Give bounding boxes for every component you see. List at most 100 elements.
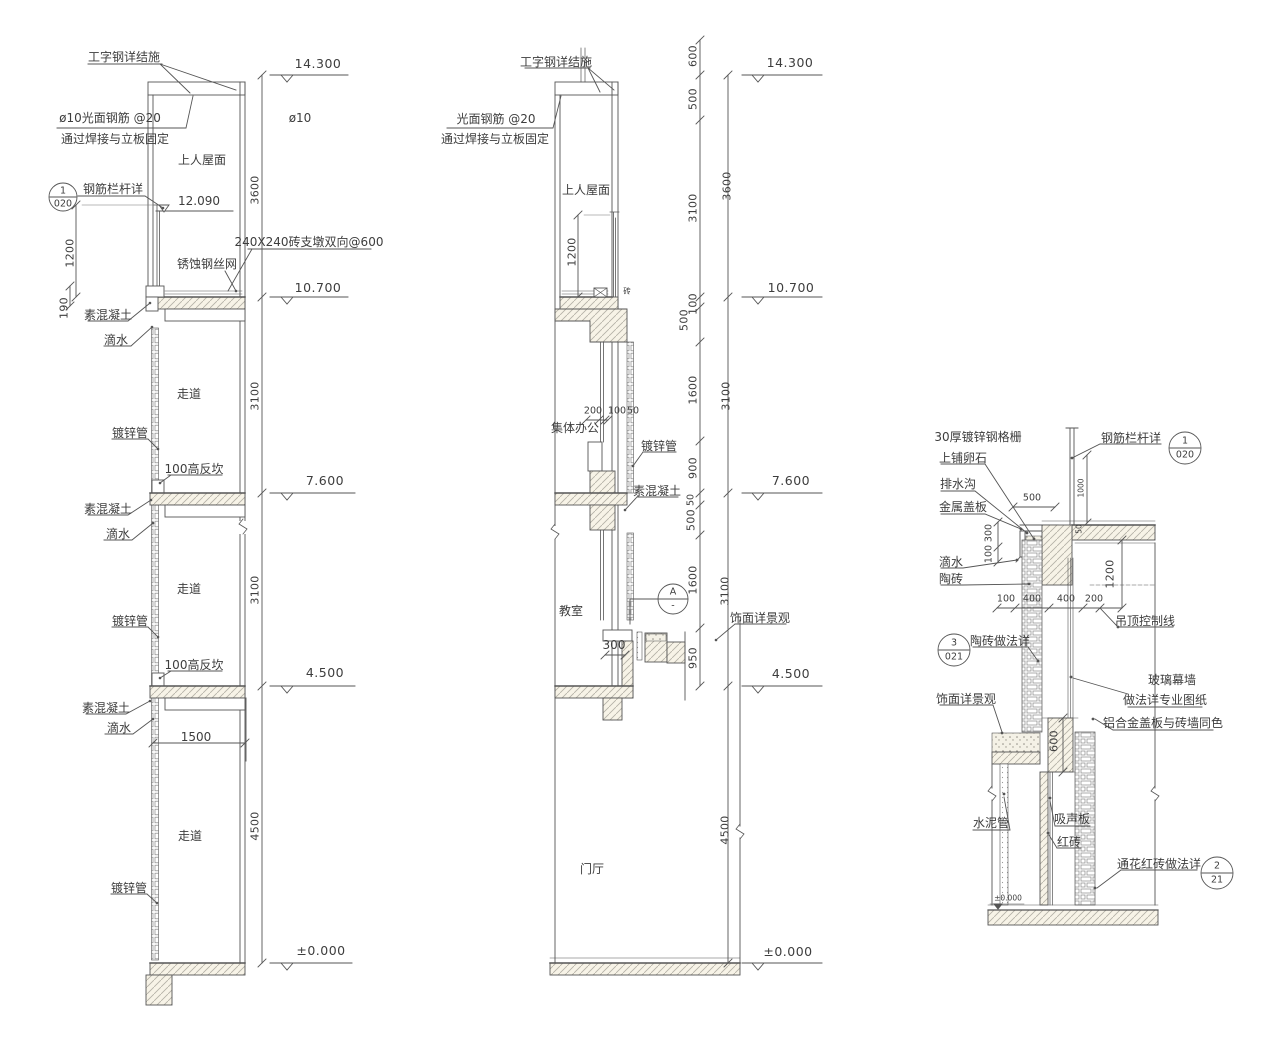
right-ceiling-note: 吊顶控制线 (1114, 614, 1176, 628)
mid-dim-200: 200 (583, 405, 603, 417)
left-dim-190: 190 (57, 297, 71, 319)
right-dim-400b: 400 (1056, 593, 1076, 605)
mid-dim-3600: 3600 (720, 171, 734, 201)
left-dim-1500: 1500 (180, 730, 212, 744)
left-drip-2: 滴水 (105, 527, 131, 541)
left-dim-4500: 4500 (248, 811, 262, 841)
middle-section-drawing (446, 35, 823, 976)
mid-dim-500t: 500 (686, 88, 700, 110)
mid-dim-1600b: 1600 (686, 565, 700, 595)
mid-rebar-note-2: 通过焊接与立板固定 (440, 132, 550, 146)
right-dim-100h: 100 (996, 593, 1016, 605)
mid-room-roof: 上人屋面 (561, 183, 611, 197)
left-pipe-2: 镀锌管 (111, 614, 149, 628)
right-drain-note: 排水沟 (939, 477, 977, 491)
left-room-corridor-2: 走道 (176, 582, 202, 596)
left-drip-1: 滴水 (103, 333, 129, 347)
right-cover-note: 金属盖板 (938, 500, 988, 514)
left-curb-1: 100高反坎 (164, 462, 224, 476)
mid-dim-50c: 50 (685, 493, 697, 507)
left-dim-3600: 3600 (248, 175, 262, 205)
mid-dim-300: 300 (602, 638, 626, 652)
left-elev-12090: 12.090 (178, 194, 220, 208)
mid-room-office: 集体办公 (550, 421, 600, 435)
mid-steel-note: 工字钢详结施 (519, 55, 593, 69)
left-rebar-note-1: ø10光面钢筋 @20 (59, 111, 161, 125)
mid-dim-600: 600 (686, 45, 700, 67)
left-elev-0000: ±0.000 (296, 942, 346, 958)
right-dim-1000: 1000 (1076, 478, 1086, 498)
left-drip-3: 滴水 (106, 721, 132, 735)
mid-dim-100a: 100 (686, 293, 700, 315)
mid-tiny-brick: 砖 (623, 286, 631, 296)
mid-dim-1200: 1200 (565, 237, 579, 267)
mid-dim-900: 900 (686, 457, 700, 479)
right-parapet-detail-drawing (937, 427, 1234, 926)
mid-dim-4500: 4500 (718, 815, 732, 845)
left-phi10: ø10 (288, 111, 312, 125)
right-finish-note: 饰面详景观 (935, 692, 997, 706)
right-dim-1200: 1200 (1103, 559, 1117, 589)
left-circle1-den: 020 (53, 198, 73, 210)
mid-dim-3100t: 3100 (686, 193, 700, 223)
right-dim-600: 600 (1047, 730, 1061, 752)
right-dim-50: 50 (1074, 524, 1084, 534)
left-pier-note: 240X240砖支墩双向@600 (234, 235, 384, 249)
left-steel-note: 工字钢详结施 (87, 50, 161, 64)
left-pipe-3: 镀锌管 (110, 881, 148, 895)
right-taozhuan-note: 陶砖 (938, 572, 964, 586)
right-circle3-den: 021 (944, 651, 964, 663)
mid-concrete-note: 素混凝土 (632, 484, 682, 498)
mid-elev-10700: 10.700 (767, 279, 815, 295)
left-room-corridor-1: 走道 (176, 387, 202, 401)
mid-room-lobby: 门厅 (579, 862, 605, 876)
right-dim-100v: 100 (983, 544, 995, 564)
mid-dim-950: 950 (686, 647, 700, 669)
mid-room-classroom: 教室 (558, 604, 584, 618)
left-circle1-num: 1 (59, 185, 67, 197)
right-cement-note: 水泥管 (972, 816, 1010, 830)
right-alum-note: 铝合金盖板与砖墙同色 (1102, 716, 1224, 730)
mid-dim-1600a: 1600 (686, 375, 700, 405)
right-circle1-num: 1 (1181, 435, 1189, 447)
right-circle2-num: 2 (1213, 860, 1221, 872)
left-elev-14300: 14.300 (294, 55, 342, 71)
left-pipe-1: 镀锌管 (111, 426, 149, 440)
right-elev-0000: ±0.000 (994, 893, 1022, 903)
left-dim-3100a: 3100 (248, 381, 262, 411)
left-section-drawing (48, 63, 372, 1006)
mid-elev-0000: ±0.000 (763, 943, 813, 959)
mid-dim-3100m2: 3100 (718, 576, 732, 606)
left-curb-2: 100高反坎 (164, 658, 224, 672)
mid-finish-note: 饰面详景观 (729, 611, 791, 625)
right-dim-300: 300 (983, 523, 995, 543)
mid-elev-4500: 4.500 (771, 665, 811, 681)
right-redbrick-note: 红砖 (1056, 835, 1082, 849)
left-elev-7600: 7.600 (305, 472, 345, 488)
right-circle2-den: 21 (1210, 874, 1224, 886)
mid-elev-14300: 14.300 (766, 54, 814, 70)
right-railing-note: 钢筋栏杆详 (1100, 431, 1162, 445)
left-elev-4500: 4.500 (305, 664, 345, 680)
left-rebar-note-2: 通过焊接与立板固定 (60, 132, 170, 146)
left-room-roof: 上人屋面 (177, 153, 227, 167)
right-dim-400a: 400 (1022, 593, 1042, 605)
right-dim-200h: 200 (1084, 593, 1104, 605)
left-mesh-note: 锈蚀钢丝网 (176, 257, 238, 271)
right-perfbrick-note: 通花红砖做法详 (1116, 857, 1202, 871)
mid-elev-7600: 7.600 (771, 472, 811, 488)
left-dim-1200: 1200 (63, 238, 77, 268)
left-railing-note: 钢筋栏杆详 (82, 182, 144, 196)
right-acoustic-note: 吸声板 (1053, 812, 1091, 826)
right-dim-500: 500 (1022, 492, 1042, 504)
left-concrete-3: 素混凝土 (81, 701, 131, 715)
mid-rebar-note-1: 光面钢筋 @20 (456, 112, 536, 126)
right-drip-note: 滴水 (938, 555, 964, 569)
mid-dim-500c: 500 (684, 509, 698, 531)
right-glass-note-1: 玻璃幕墙 (1147, 673, 1197, 687)
mid-dim-50b: 50 (626, 405, 640, 417)
mid-pipe-note: 镀锌管 (640, 439, 678, 453)
